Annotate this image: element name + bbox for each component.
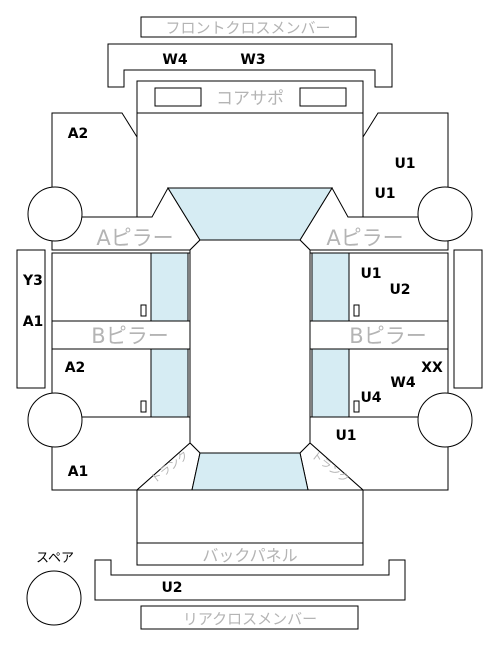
back-panel[interactable]	[136, 542, 364, 566]
back-panel-label: バックパネル	[202, 546, 297, 565]
a-pillar-right-label: Aピラー	[326, 226, 403, 250]
front-right-wheel[interactable]	[417, 186, 473, 242]
front-right-window[interactable]	[311, 252, 350, 322]
rear-right-door-handle	[353, 400, 360, 413]
front-cross-member-panel[interactable]	[140, 16, 357, 38]
trunk-lid-panel[interactable]	[136, 489, 364, 544]
spare-tire[interactable]	[26, 570, 82, 626]
code-front-right-door-u1: U1	[360, 266, 381, 282]
code-rear-right-door-xx: XX	[421, 360, 443, 376]
rear-right-wheel[interactable]	[417, 392, 473, 448]
code-rear-u2: U2	[161, 580, 182, 596]
code-rear-right-u1: U1	[335, 428, 356, 444]
code-left-a1: A1	[23, 314, 44, 330]
code-rear-right-door-u4: U4	[360, 390, 381, 406]
b-pillar-right-label: Bピラー	[349, 324, 426, 348]
rear-left-wheel[interactable]	[27, 392, 83, 448]
code-front-right-door-u2: U2	[389, 282, 410, 298]
rear-left-window[interactable]	[150, 348, 189, 418]
cabin-roof[interactable]	[189, 239, 311, 454]
front-bumper-bracket[interactable]	[107, 43, 393, 88]
rear-cross-member-label: リアクロスメンバー	[183, 610, 317, 628]
rear-right-window[interactable]	[311, 348, 350, 418]
code-rear-right-door-w4: W4	[390, 375, 415, 391]
right-side-sill[interactable]	[453, 249, 483, 389]
code-rear-left-door-a2: A2	[65, 360, 86, 376]
code-left-y3: Y3	[22, 273, 43, 289]
b-pillar-right-panel[interactable]	[309, 320, 449, 350]
front-left-wheel[interactable]	[27, 186, 83, 242]
front-right-door-handle	[353, 304, 360, 317]
code-front-w3: W3	[240, 52, 265, 68]
code-front-left-a2: A2	[68, 126, 89, 142]
front-left-door-handle	[140, 304, 147, 317]
front-left-window[interactable]	[150, 252, 189, 322]
front-cross-member-label: フロントクロスメンバー	[165, 19, 330, 37]
a-pillar-left-label: Aピラー	[96, 226, 173, 250]
rear-cross-member-panel[interactable]	[140, 605, 359, 630]
rear-window-glass[interactable]	[191, 452, 309, 491]
rear-left-door-handle	[140, 400, 147, 413]
b-pillar-left-label: Bピラー	[91, 324, 168, 348]
rear-bumper-bracket[interactable]	[94, 559, 406, 601]
code-front-w4: W4	[162, 52, 187, 68]
core-support-left-slot	[154, 87, 202, 107]
code-front-right-u1b: U1	[374, 186, 395, 202]
code-front-right-u1a: U1	[394, 156, 415, 172]
code-rear-left-a1: A1	[68, 464, 89, 480]
core-support-right-slot	[299, 87, 347, 107]
core-support-label: コアサポ	[216, 89, 284, 109]
b-pillar-left-panel[interactable]	[51, 320, 191, 350]
left-side-sill[interactable]	[16, 249, 46, 389]
spare-label: スペア	[36, 551, 74, 566]
